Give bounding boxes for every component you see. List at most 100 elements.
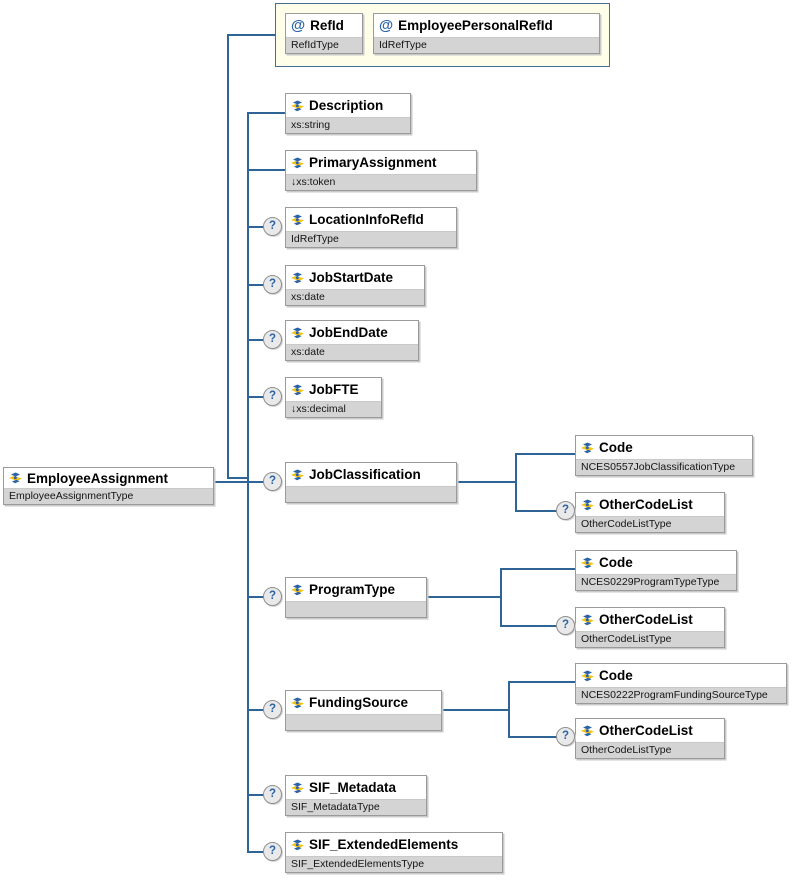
connector-sifmetadata-stub [248,794,264,796]
attribute-type: RefIdType [286,37,362,53]
element-name: Code [599,440,633,455]
element-name: SIF_Metadata [309,780,397,795]
element-icon [291,584,304,595]
connector-jobfte-stub [248,396,264,398]
element-type: OtherCodeListType [576,742,724,758]
element-name: JobFTE [309,382,359,397]
connector-trunkA-join [227,477,248,479]
optional-indicator: ? [263,842,282,861]
element-type: IdRefType [286,231,456,247]
connector-jc-othercodelist-stub [515,510,557,512]
attribute-name: RefId [310,18,344,33]
element-name: Code [599,668,633,683]
connector-jobclassification-right [455,481,516,483]
element-name: JobEndDate [309,325,388,340]
element-type: ↓xs:token [286,174,476,190]
connector-pt-othercodelist-stub [500,625,557,627]
element-icon [291,157,304,168]
element-node-programtype[interactable]: ProgramType [285,577,427,618]
element-node-jobclassification[interactable]: JobClassification [285,462,457,503]
attribute-icon: @ [379,17,394,34]
element-type: xs:date [286,344,418,360]
element-icon [291,384,304,395]
element-node-sifmetadata[interactable]: SIF_Metadata SIF_MetadataType [285,775,427,816]
element-type: OtherCodeListType [576,631,724,647]
element-node-jobstartdate[interactable]: JobStartDate xs:date [285,265,425,306]
element-type [286,486,456,502]
attribute-node-employeepersonalrefid[interactable]: @ EmployeePersonalRefId IdRefType [373,13,600,54]
element-type [286,601,426,617]
attribute-name: EmployeePersonalRefId [398,18,553,33]
connector-jobclassification-stub [248,481,264,483]
optional-indicator: ? [556,616,575,635]
element-name: ProgramType [309,582,396,597]
optional-indicator: ? [263,700,282,719]
connector-fs-code-stub [508,681,575,683]
element-name: OtherCodeList [599,612,693,627]
element-name: PrimaryAssignment [309,155,437,170]
element-icon [581,557,594,568]
element-node-jobenddate[interactable]: JobEndDate xs:date [285,320,419,361]
optional-indicator: ? [263,275,282,294]
optional-indicator: ? [263,387,282,406]
element-name: JobStartDate [309,270,394,285]
attribute-type: IdRefType [374,37,599,53]
element-icon [581,725,594,736]
element-icon [291,272,304,283]
element-node-pt-othercodelist[interactable]: OtherCodeList OtherCodeListType [575,607,725,648]
attribute-icon: @ [291,17,306,34]
optional-indicator: ? [263,587,282,606]
connector-jobstartdate-stub [248,284,264,286]
element-type: xs:date [286,289,424,305]
element-name: LocationInfoRefId [309,212,424,227]
element-node-employeeassignment[interactable]: EmployeeAssignment EmployeeAssignmentTyp… [3,467,214,505]
connector-locationinforefid-stub [248,226,264,228]
element-type: NCES0229ProgramTypeType [576,574,736,590]
element-icon [291,327,304,338]
element-node-jc-code[interactable]: Code NCES0557JobClassificationType [575,435,753,476]
element-type [286,714,441,730]
element-type: NCES0222ProgramFundingSourceType [576,687,786,703]
connector-attributes-stub [227,34,276,36]
connector-pt-code-stub [500,568,575,570]
element-icon [291,697,304,708]
element-icon [291,469,304,480]
element-node-pt-code[interactable]: Code NCES0229ProgramTypeType [575,550,737,591]
element-node-description[interactable]: Description xs:string [285,93,411,134]
optional-indicator: ? [263,217,282,236]
connector-fundingsource-stub [248,709,264,711]
element-node-jobfte[interactable]: JobFTE ↓xs:decimal [285,377,382,418]
element-type: EmployeeAssignmentType [4,488,213,504]
attribute-node-refid[interactable]: @ RefId RefIdType [285,13,363,54]
element-name: FundingSource [309,695,408,710]
element-node-jc-othercodelist[interactable]: OtherCodeList OtherCodeListType [575,492,725,533]
optional-indicator: ? [263,472,282,491]
connector-jc-code-stub [515,453,575,455]
element-type: SIF_ExtendedElementsType [286,856,502,872]
connector-description-stub [248,112,285,114]
connector-jobclassification-branch [515,453,517,512]
element-name: Code [599,555,633,570]
element-name: SIF_ExtendedElements [309,837,459,852]
optional-indicator: ? [556,727,575,746]
element-name: Description [309,98,384,113]
element-node-fs-code[interactable]: Code NCES0222ProgramFundingSourceType [575,663,787,704]
element-node-fundingsource[interactable]: FundingSource [285,690,442,731]
element-node-fs-othercodelist[interactable]: OtherCodeList OtherCodeListType [575,718,725,759]
connector-sifextendedelements-stub [247,851,264,853]
element-type: OtherCodeListType [576,516,724,532]
element-icon [291,214,304,225]
connector-programtype-right [425,596,501,598]
connector-fundingsource-right [440,709,509,711]
optional-indicator: ? [263,330,282,349]
element-node-primaryassignment[interactable]: PrimaryAssignment ↓xs:token [285,150,477,191]
element-type: xs:string [286,117,410,133]
element-node-sifextendedelements[interactable]: SIF_ExtendedElements SIF_ExtendedElement… [285,832,503,873]
element-icon [581,614,594,625]
connector-jobenddate-stub [248,339,264,341]
optional-indicator: ? [263,785,282,804]
element-icon [581,670,594,681]
element-node-locationinforefid[interactable]: LocationInfoRefId IdRefType [285,207,457,248]
element-icon [581,499,594,510]
